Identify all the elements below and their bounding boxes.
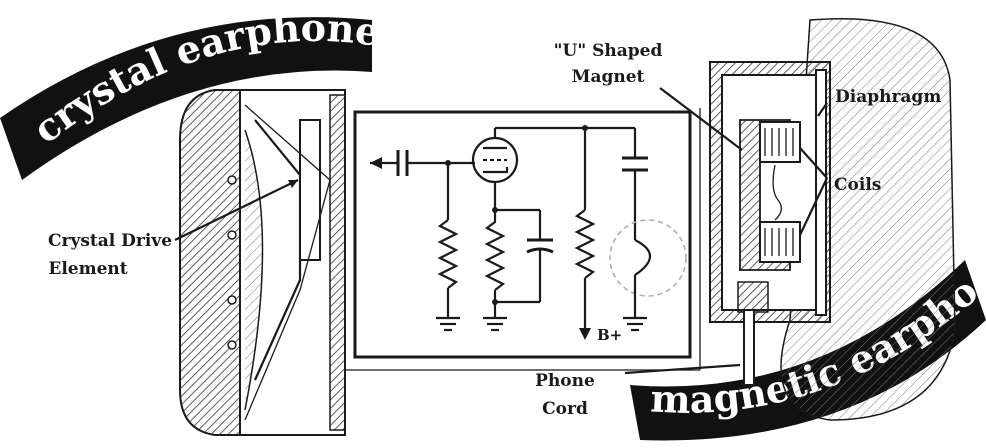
upper-coil — [760, 122, 800, 162]
phone-cord-label-line2: Cord — [542, 399, 588, 419]
crystal-earphone-body — [180, 90, 345, 435]
amplifier-schematic: B+ — [345, 108, 700, 370]
coils-label: Coils — [834, 175, 881, 195]
crystal-label-line1: Crystal Drive — [48, 231, 172, 251]
magnetic-earphone-body — [710, 19, 955, 420]
screw-icon — [228, 296, 236, 304]
u-magnet-label-line1: "U" Shaped — [554, 41, 663, 61]
phone-cord-label-line1: Phone — [535, 371, 595, 391]
phone-cord — [744, 310, 754, 385]
screw-icon — [228, 341, 236, 349]
screw-icon — [228, 231, 236, 239]
screw-icon — [228, 176, 236, 184]
crystal-label-line2: Element — [48, 259, 127, 279]
u-magnet-label-line2: Magnet — [572, 67, 645, 87]
lower-coil — [760, 222, 800, 262]
b-plus-label: B+ — [597, 326, 622, 344]
diaphragm-label: Diaphragm — [835, 87, 941, 107]
